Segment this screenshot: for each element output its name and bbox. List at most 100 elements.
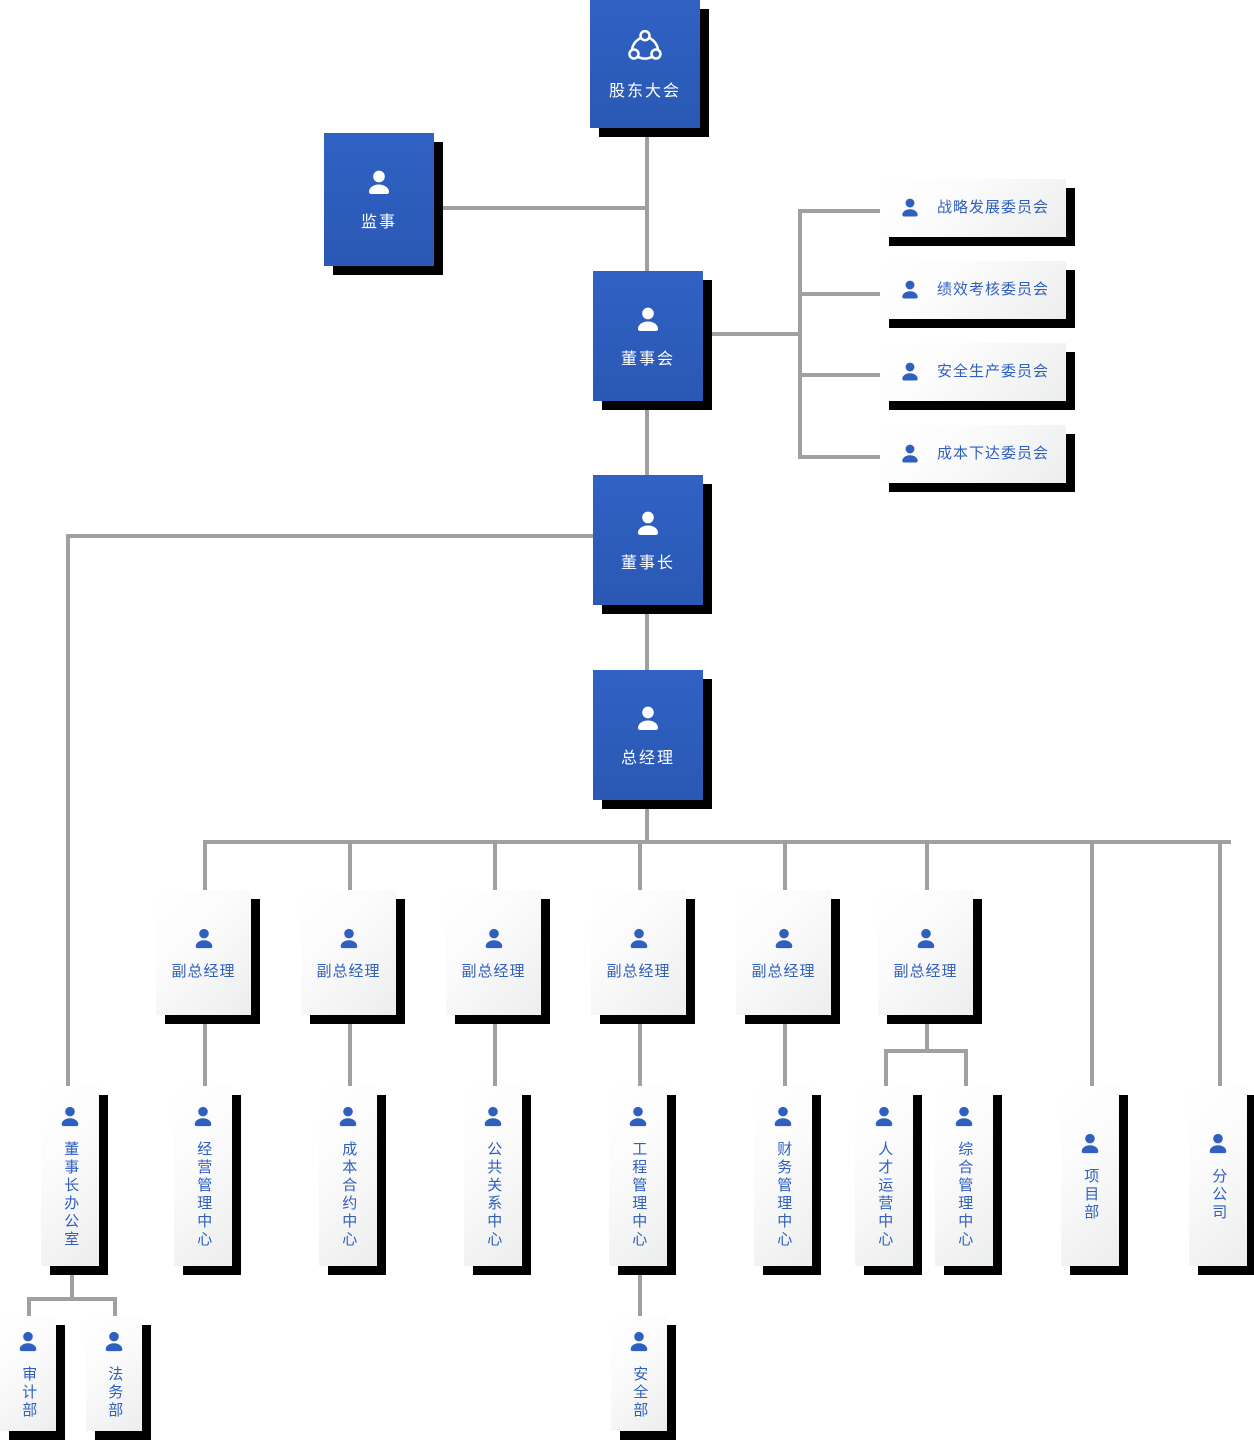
node-label: 法务部: [106, 1365, 124, 1420]
node-department-project-department[interactable]: 项目部: [1061, 1086, 1119, 1266]
node-label: 成本合约中心: [340, 1141, 358, 1249]
node-label: 分公司: [1210, 1168, 1228, 1222]
node-label: 公共关系中心: [485, 1141, 503, 1249]
connector-committee-stub-1: [798, 209, 882, 213]
node-department-finance-management-center[interactable]: 财务管理中心: [754, 1086, 812, 1266]
person-icon: [902, 362, 918, 381]
person-icon: [902, 444, 918, 463]
person-icon: [340, 928, 357, 948]
person-icon: [775, 928, 792, 948]
person-icon: [194, 1106, 212, 1127]
connector-board-to-committee-spine: [705, 332, 802, 336]
connector-gm-to-bus: [645, 800, 649, 843]
connector-vgm3-to-dept: [493, 1015, 497, 1086]
node-subdepartment-legal-affairs[interactable]: 法务部: [86, 1316, 142, 1431]
connector-vgm6-drop-left: [884, 1049, 888, 1086]
node-label: 副总经理: [751, 962, 816, 980]
node-label: 股东大会: [608, 82, 681, 100]
person-icon: [105, 1331, 123, 1351]
connector-bus-drop-vgm-3: [493, 840, 497, 890]
node-committee-cost-assignment[interactable]: 成本下达委员会: [880, 425, 1066, 483]
person-icon: [195, 928, 212, 948]
person-icon: [1209, 1133, 1227, 1154]
person-icon: [339, 1106, 357, 1127]
node-department-operations-management-center[interactable]: 经营管理中心: [174, 1086, 232, 1266]
node-vice-gm-6[interactable]: 副总经理: [878, 890, 973, 1015]
node-label: 成本下达委员会: [936, 445, 1049, 463]
person-icon: [630, 1331, 648, 1351]
node-label: 副总经理: [171, 962, 236, 980]
connector-supervisor-to-spine: [437, 206, 647, 210]
person-icon: [774, 1106, 792, 1127]
node-committee-production-safety[interactable]: 安全生产委员会: [880, 343, 1066, 401]
node-subdepartment-audit[interactable]: 审计部: [0, 1316, 56, 1431]
node-department-general-management-center[interactable]: 综合管理中心: [935, 1086, 993, 1266]
connector-bus-drop-vgm-5: [783, 840, 787, 890]
connector-shareholders-to-board: [645, 128, 649, 274]
connector-vgm6-drop-right: [964, 1049, 968, 1086]
person-icon: [19, 1331, 37, 1351]
node-label: 副总经理: [893, 962, 958, 980]
connector-committee-spine: [798, 209, 802, 459]
node-vice-gm-1[interactable]: 副总经理: [156, 890, 251, 1015]
person-icon: [629, 1106, 647, 1127]
node-label: 副总经理: [316, 962, 381, 980]
node-committee-performance-appraisal[interactable]: 绩效考核委员会: [880, 261, 1066, 319]
connector-board-to-chairman: [645, 400, 649, 475]
connector-vgm2-to-dept: [348, 1015, 352, 1086]
node-label: 副总经理: [461, 962, 526, 980]
connector-committee-stub-2: [798, 292, 882, 296]
connector-vgm4-to-dept: [638, 1015, 642, 1086]
node-vice-gm-3[interactable]: 副总经理: [446, 890, 541, 1015]
node-board-of-directors[interactable]: 董事会: [593, 271, 703, 401]
node-label: 董事长: [620, 554, 675, 572]
node-label: 工程管理中心: [630, 1141, 648, 1249]
connector-bus-drop-project-dept: [1090, 840, 1094, 1086]
person-icon: [955, 1106, 973, 1127]
person-icon: [917, 928, 934, 948]
node-department-cost-contract-center[interactable]: 成本合约中心: [319, 1086, 377, 1266]
connector-committee-stub-4: [798, 455, 882, 459]
connector-bus-drop-branch-company: [1218, 840, 1222, 1086]
node-shareholders-meeting[interactable]: 股东大会: [590, 0, 700, 128]
person-icon: [485, 928, 502, 948]
connector-committee-stub-3: [798, 373, 882, 377]
connector-vgm6-stem: [925, 1015, 929, 1053]
node-label: 总经理: [620, 749, 675, 767]
node-label: 董事长办公室: [62, 1141, 80, 1249]
person-icon: [902, 280, 918, 299]
connector-office-drop-right: [113, 1297, 117, 1317]
connector-bus-drop-vgm-4: [638, 840, 642, 890]
node-vice-gm-5[interactable]: 副总经理: [736, 890, 831, 1015]
node-subdepartment-safety[interactable]: 安全部: [611, 1316, 667, 1431]
node-supervisor[interactable]: 监事: [324, 133, 434, 266]
connector-chairman-to-gm: [645, 605, 649, 671]
node-label: 经营管理中心: [195, 1141, 213, 1249]
connector-vgm6-split-bar: [884, 1049, 968, 1053]
connector-office-stem: [70, 1265, 74, 1301]
person-icon: [61, 1106, 79, 1127]
node-department-chairman-office[interactable]: 董事长办公室: [41, 1086, 99, 1266]
node-label: 综合管理中心: [956, 1141, 974, 1249]
connector-bus-drop-vgm-1: [203, 840, 207, 890]
node-department-branch-company[interactable]: 分公司: [1189, 1086, 1247, 1266]
node-label: 董事会: [620, 350, 675, 368]
node-label: 安全生产委员会: [936, 363, 1049, 381]
node-label: 项目部: [1082, 1168, 1100, 1222]
connector-gm-bus: [203, 840, 1231, 844]
share-network-icon: [628, 29, 662, 60]
connector-engineering-to-safety: [638, 1265, 642, 1317]
node-department-public-relations-center[interactable]: 公共关系中心: [464, 1086, 522, 1266]
node-label: 安全部: [631, 1365, 649, 1420]
person-icon: [630, 928, 647, 948]
node-vice-gm-2[interactable]: 副总经理: [301, 890, 396, 1015]
node-chairman[interactable]: 董事长: [593, 475, 703, 605]
node-department-talent-operations-center[interactable]: 人才运营中心: [855, 1086, 913, 1266]
node-department-engineering-management-center[interactable]: 工程管理中心: [609, 1086, 667, 1266]
connector-chairman-to-office-h: [66, 534, 595, 538]
connector-vgm5-to-dept: [783, 1015, 787, 1086]
node-committee-strategy-development[interactable]: 战略发展委员会: [880, 179, 1066, 237]
node-general-manager[interactable]: 总经理: [593, 670, 703, 800]
node-vice-gm-4[interactable]: 副总经理: [591, 890, 686, 1015]
